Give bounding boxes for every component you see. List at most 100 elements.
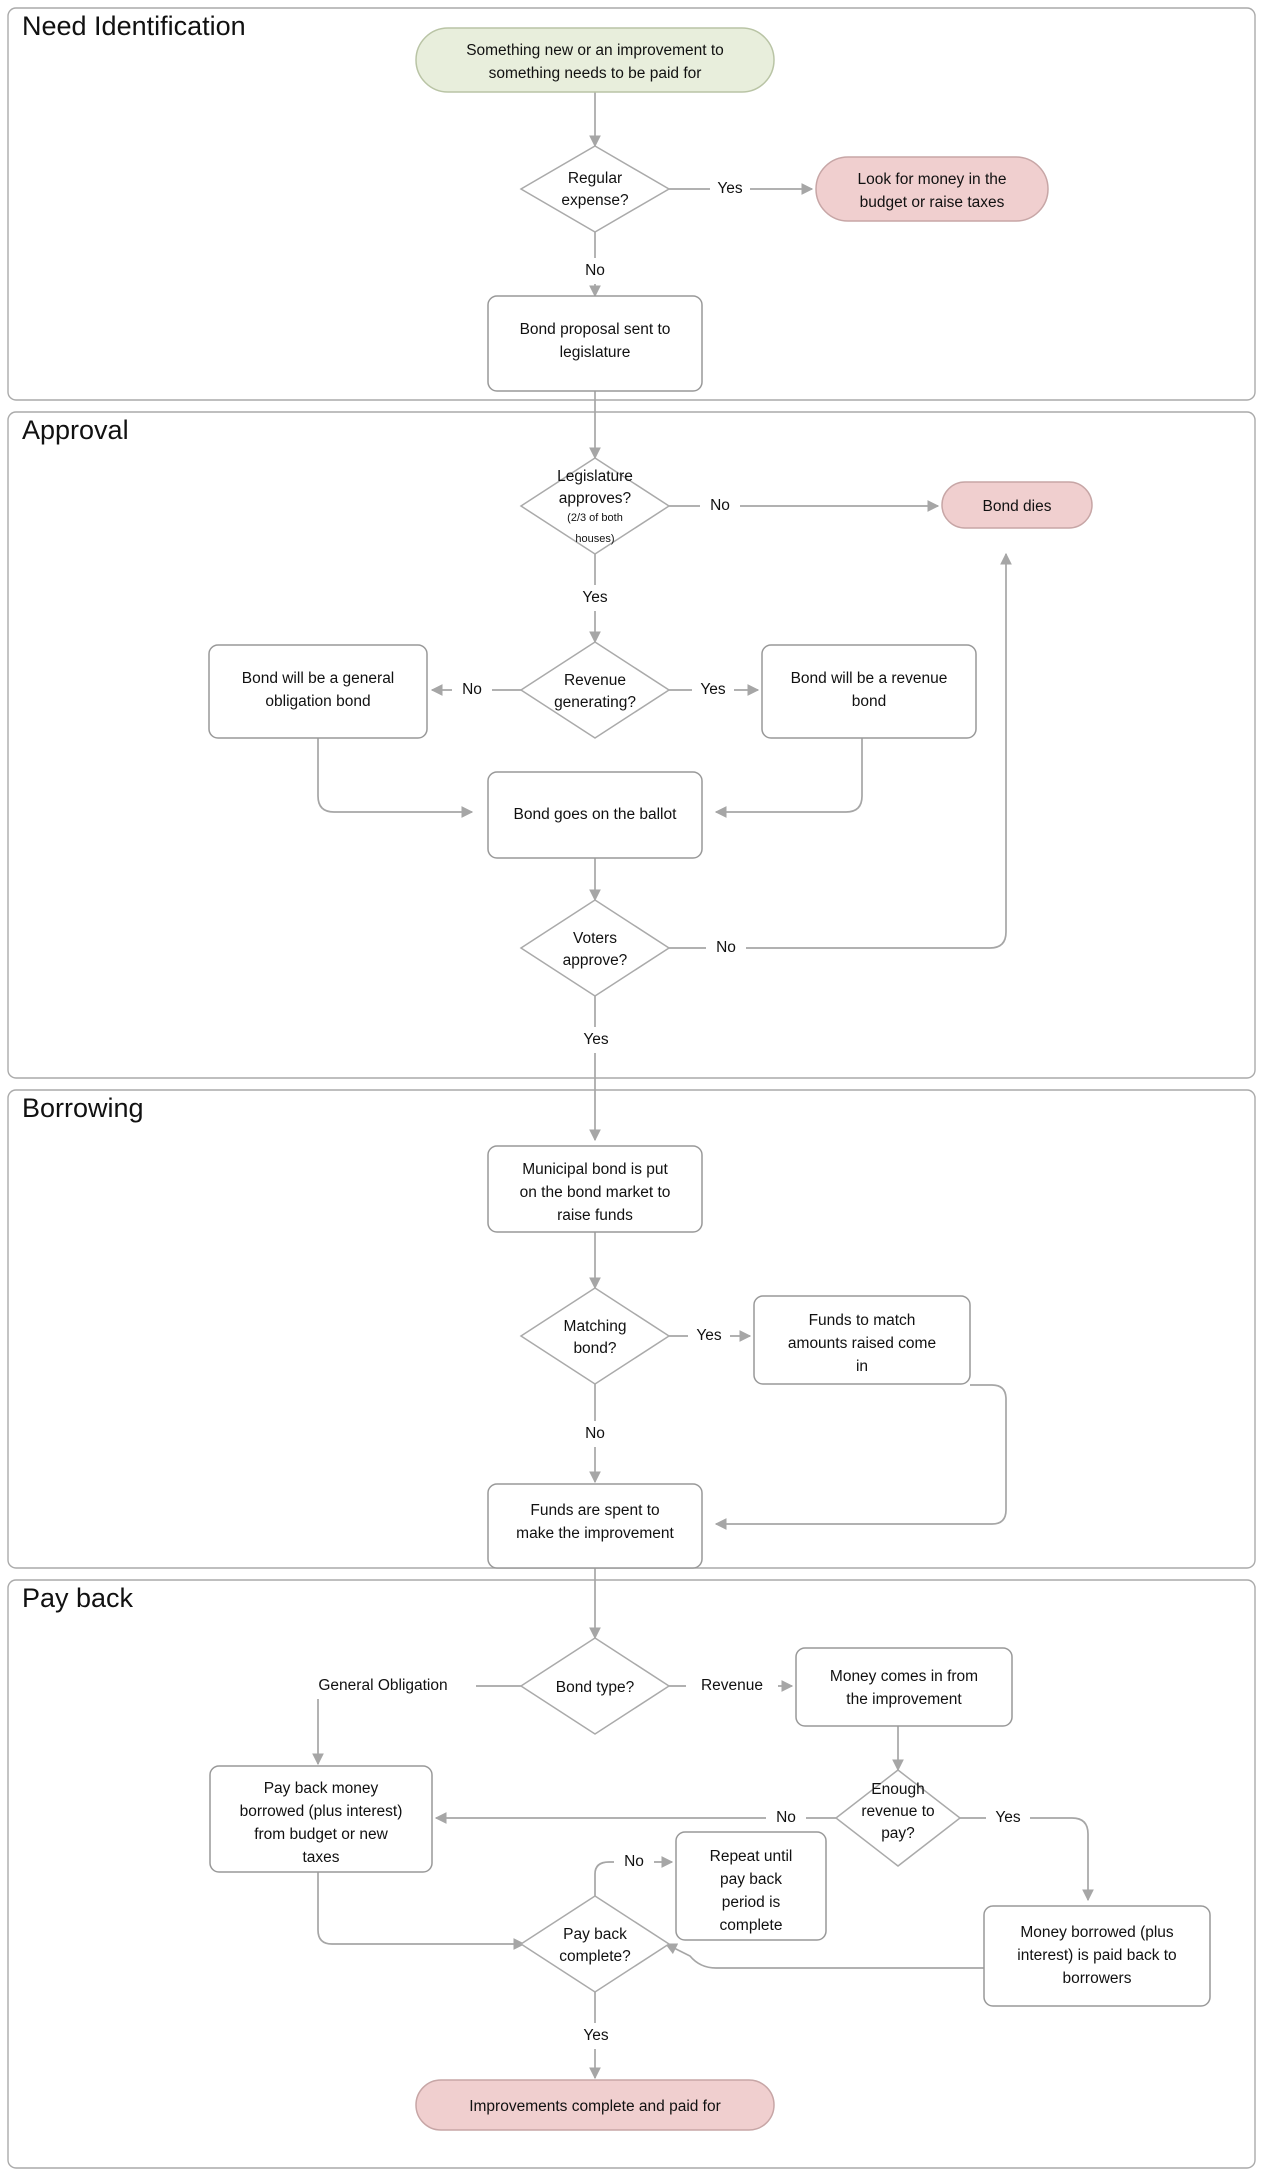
node-money-from-improvement[interactable]: Money comes in from the improvement	[795, 1647, 1013, 1727]
node-enough-revenue[interactable]: Enough revenue to pay?	[834, 1769, 962, 1867]
edge-funds-to-match-to-spent	[714, 1384, 1007, 1530]
cluster-title-need: Need Identification	[22, 11, 246, 41]
edge-revenue-bond-to-ballot	[714, 738, 863, 818]
node-enough-revenue-line-1: Enough	[871, 1781, 924, 1798]
node-funds-to-match-line-3: in	[856, 1358, 868, 1375]
edge-label-matching-no: No	[585, 1425, 605, 1442]
node-general-obligation-line-1: Bond will be a general	[242, 670, 395, 687]
edge-general-obligation-to-ballot	[317, 738, 474, 818]
node-regular-expense-line-1: Regular	[568, 170, 622, 187]
node-money-from-improvement-line-2: the improvement	[846, 1691, 962, 1708]
node-pay-back-money-line-2: borrowed (plus interest)	[240, 1803, 403, 1820]
node-pay-back-money-line-3: from budget or new	[254, 1826, 388, 1843]
node-pay-back-money-line-4: taxes	[302, 1849, 339, 1866]
node-start-line-1: Something new or an improvement to	[466, 42, 724, 59]
node-bond-proposal-line-1: Bond proposal sent to	[520, 321, 671, 338]
node-pay-back-complete-line-1: Pay back	[563, 1926, 627, 1943]
node-improvements-complete-label: Improvements complete and paid for	[469, 2098, 721, 2115]
cluster-approval: Approval	[7, 411, 1256, 1079]
node-look-for-money[interactable]: Look for money in the budget or raise ta…	[815, 156, 1049, 222]
node-revenue-generating-line-2: generating?	[554, 694, 636, 711]
node-municipal-bond-market[interactable]: Municipal bond is put on the bond market…	[487, 1145, 703, 1233]
edge-label-pay-back-yes: Yes	[583, 2027, 609, 2044]
edge-label-regular-expense-yes: Yes	[717, 180, 743, 197]
edge-enough-revenue-yes	[960, 1817, 1094, 1902]
node-funds-to-match[interactable]: Funds to match amounts raised come in	[753, 1295, 971, 1385]
node-bond-proposal[interactable]: Bond proposal sent to legislature	[487, 295, 703, 392]
node-funds-spent[interactable]: Funds are spent to make the improvement	[487, 1483, 703, 1569]
edge-label-legislature-no: No	[710, 497, 730, 514]
node-repeat-until-line-2: pay back	[720, 1871, 782, 1888]
edge-label-enough-revenue-no: No	[776, 1809, 796, 1826]
node-enough-revenue-line-3: pay?	[881, 1825, 915, 1842]
node-municipal-line-1: Municipal bond is put	[522, 1161, 668, 1178]
node-bond-proposal-line-2: legislature	[560, 344, 631, 361]
node-voters-approve-line-2: approve?	[563, 952, 628, 969]
edge-money-paid-back-to-complete	[664, 1943, 988, 1969]
node-matching-bond-line-2: bond?	[573, 1340, 616, 1357]
edge-labels: Yes No No Yes No Yes No Yes Yes No Gener…	[290, 176, 1030, 2049]
node-bond-type-label: Bond type?	[556, 1679, 635, 1696]
node-bond-type[interactable]: Bond type?	[519, 1637, 671, 1735]
node-funds-to-match-line-1: Funds to match	[809, 1312, 916, 1329]
node-pay-back-money-line-1: Pay back money	[264, 1780, 379, 1797]
node-repeat-until-line-3: period is	[722, 1894, 781, 1911]
node-money-from-improvement-line-1: Money comes in from	[830, 1668, 978, 1685]
edge-pay-back-complete-no	[594, 1856, 674, 1896]
node-funds-to-match-line-2: amounts raised come	[788, 1335, 936, 1352]
edge-label-regular-expense-no: No	[585, 262, 605, 279]
cluster-title-payback: Pay back	[22, 1583, 134, 1613]
node-funds-spent-line-2: make the improvement	[516, 1525, 674, 1542]
node-matching-bond-line-1: Matching	[564, 1318, 627, 1335]
node-general-obligation-bond[interactable]: Bond will be a general obligation bond	[208, 644, 428, 739]
node-municipal-line-3: raise funds	[557, 1207, 633, 1224]
node-look-for-money-line-1: Look for money in the	[857, 171, 1006, 188]
edge-label-revenue-generating-no: No	[462, 681, 482, 698]
node-regular-expense-line-2: expense?	[561, 192, 629, 209]
node-revenue-bond-line-2: bond	[852, 693, 886, 710]
edge-label-voters-no: No	[716, 939, 736, 956]
edge-label-bond-type-general: General Obligation	[318, 1677, 447, 1694]
node-revenue-generating[interactable]: Revenue generating?	[519, 641, 671, 739]
node-funds-spent-line-1: Funds are spent to	[530, 1502, 659, 1519]
node-legislature-subline-2: houses)	[575, 533, 614, 545]
edge-label-enough-revenue-yes: Yes	[995, 1809, 1021, 1826]
node-improvements-complete[interactable]: Improvements complete and paid for	[415, 2079, 775, 2131]
node-pay-back-money[interactable]: Pay back money borrowed (plus interest) …	[209, 1765, 433, 1873]
cluster-title-approval: Approval	[22, 415, 129, 445]
node-bond-dies[interactable]: Bond dies	[941, 481, 1093, 529]
edge-label-matching-yes: Yes	[696, 1327, 722, 1344]
edge-label-pay-back-no: No	[624, 1853, 644, 1870]
node-bond-on-ballot-label: Bond goes on the ballot	[514, 806, 678, 823]
node-legislature-line-1: Legislature	[557, 468, 633, 485]
node-money-paid-back[interactable]: Money borrowed (plus interest) is paid b…	[983, 1905, 1211, 2007]
node-legislature-line-2: approves?	[559, 490, 632, 507]
node-start-line-2: something needs to be paid for	[489, 65, 702, 82]
node-regular-expense[interactable]: Regular expense?	[519, 145, 671, 233]
edge-label-voters-yes: Yes	[583, 1031, 609, 1048]
node-money-paid-back-line-2: interest) is paid back to	[1017, 1947, 1176, 1964]
node-general-obligation-line-2: obligation bond	[265, 693, 370, 710]
edge-voters-no	[669, 552, 1012, 949]
node-repeat-until[interactable]: Repeat until pay back period is complete	[675, 1831, 827, 1941]
edge-pay-back-money-to-complete	[317, 1872, 526, 1950]
node-start[interactable]: Something new or an improvement to somet…	[415, 27, 775, 93]
node-revenue-bond-line-1: Bond will be a revenue	[791, 670, 948, 687]
node-voters-approve[interactable]: Voters approve?	[519, 899, 671, 997]
node-revenue-generating-line-1: Revenue	[564, 672, 626, 689]
node-bond-on-ballot[interactable]: Bond goes on the ballot	[487, 771, 703, 859]
node-bond-dies-label: Bond dies	[983, 498, 1052, 515]
edge-label-legislature-yes: Yes	[582, 589, 608, 606]
node-pay-back-complete[interactable]: Pay back complete?	[519, 1895, 671, 1993]
node-voters-approve-line-1: Voters	[573, 930, 617, 947]
node-enough-revenue-line-2: revenue to	[861, 1803, 934, 1820]
edge-label-bond-type-revenue: Revenue	[701, 1677, 763, 1694]
node-money-paid-back-line-1: Money borrowed (plus	[1020, 1924, 1174, 1941]
node-revenue-bond[interactable]: Bond will be a revenue bond	[761, 644, 977, 739]
node-matching-bond[interactable]: Matching bond?	[519, 1287, 671, 1385]
node-repeat-until-line-1: Repeat until	[710, 1848, 793, 1865]
node-legislature-approves[interactable]: Legislature approves? (2/3 of both house…	[519, 457, 671, 555]
node-pay-back-complete-line-2: complete?	[559, 1948, 631, 1965]
